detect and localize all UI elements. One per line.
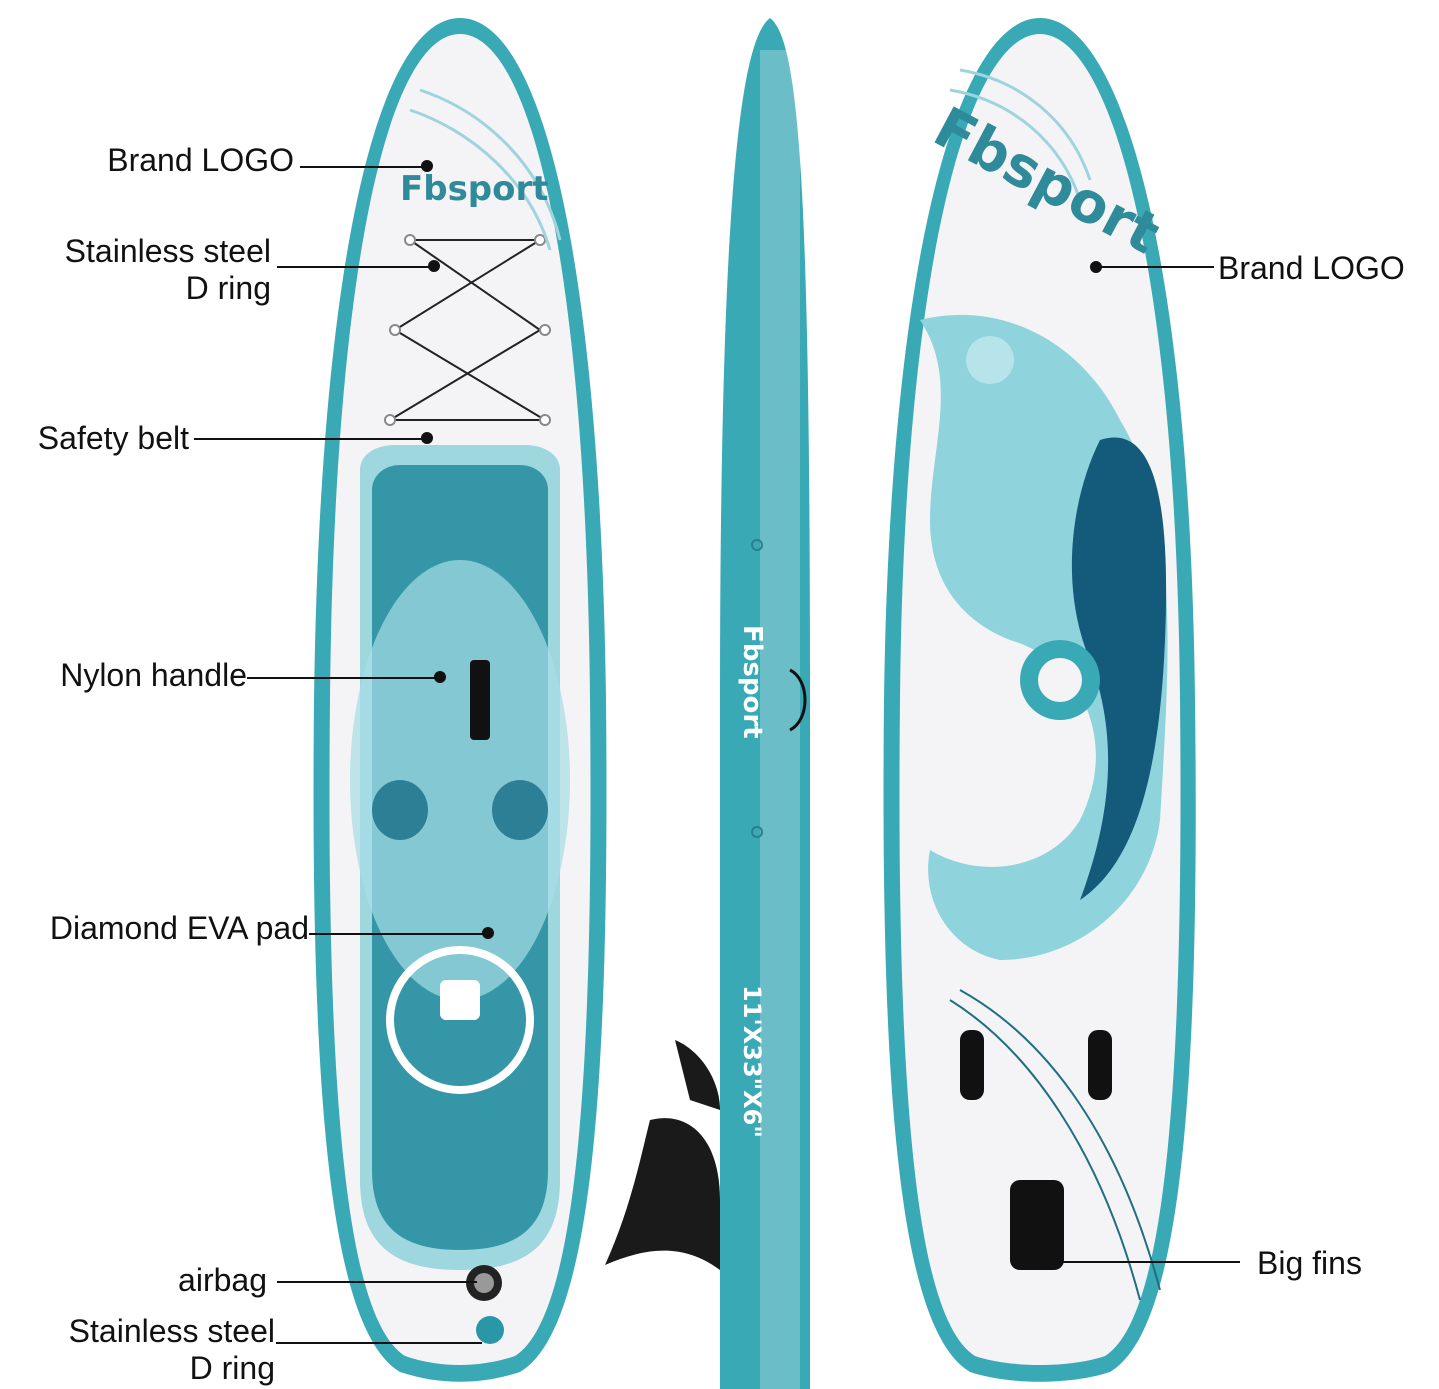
- pointer-dot: [421, 160, 433, 172]
- leader-line: [276, 1342, 482, 1344]
- pointer-dot: [428, 260, 440, 272]
- side-logo-text: Fbsport: [737, 625, 767, 739]
- label-safety-belt: Safety belt: [37, 420, 189, 456]
- board-logo-text: Fbsport: [400, 169, 549, 209]
- board-side-view: Fbsport 11'X33"X6": [605, 18, 810, 1389]
- label-brand-logo-right: Brand LOGO: [1218, 250, 1405, 286]
- label-brand-logo-left: Brand LOGO: [107, 142, 294, 178]
- label-d-ring-top-line2: D ring: [185, 270, 271, 306]
- leader-line: [277, 1281, 477, 1283]
- pointer-dot: [434, 671, 446, 683]
- label-diamond-eva-pad: Diamond EVA pad: [49, 910, 309, 946]
- leader-line: [300, 166, 426, 168]
- leader-line: [277, 266, 433, 268]
- board-top-view: Fbsport: [313, 18, 607, 1382]
- label-d-ring-bottom-line2: D ring: [189, 1350, 275, 1386]
- pointer-dot: [421, 432, 433, 444]
- leader-line: [1096, 266, 1214, 268]
- leader-line: [247, 677, 437, 679]
- label-nylon-handle: Nylon handle: [60, 657, 247, 693]
- label-airbag: airbag: [178, 1262, 267, 1298]
- leader-line: [1046, 1261, 1240, 1263]
- label-d-ring-bottom-line1: Stainless steel: [68, 1313, 275, 1349]
- leader-line: [309, 933, 487, 935]
- leader-line: [194, 438, 426, 440]
- label-d-ring-top-line1: Stainless steel: [64, 233, 271, 269]
- board-bottom-view: Fbsport: [883, 18, 1196, 1382]
- label-big-fins: Big fins: [1257, 1245, 1362, 1281]
- board-size-text: 11'X33"X6": [738, 985, 766, 1138]
- pointer-dot: [482, 927, 494, 939]
